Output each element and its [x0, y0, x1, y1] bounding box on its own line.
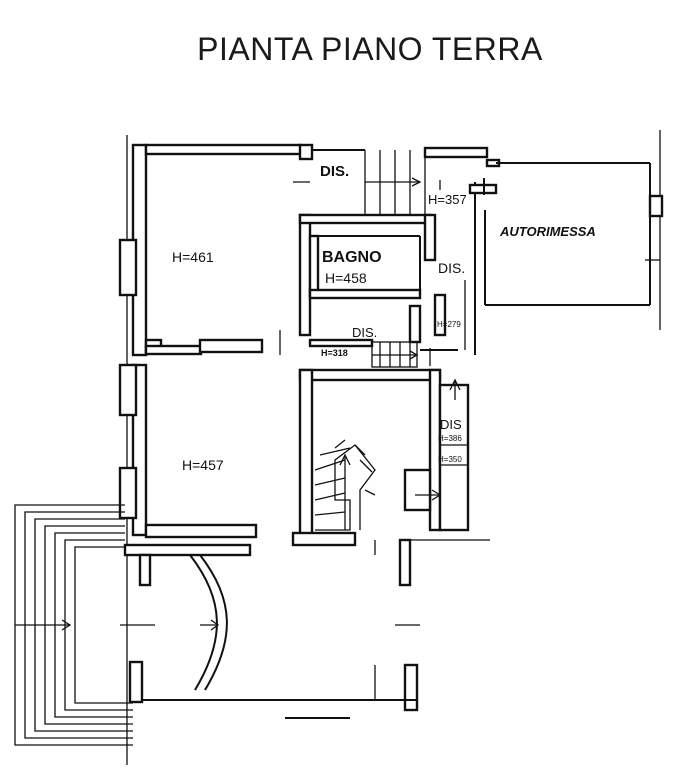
h386-label: H=386 — [438, 434, 462, 443]
dis-mid-label: DIS. — [352, 325, 377, 340]
room-top-left-height: H=461 — [172, 249, 214, 265]
stairs-mid — [371, 341, 431, 368]
entrance-steps — [14, 504, 133, 746]
h357-label: H=357 — [428, 192, 467, 207]
bagno-height: H=458 — [325, 270, 367, 286]
interior-walls — [144, 180, 498, 356]
dis-top-label: DIS. — [320, 163, 349, 180]
garage-label: AUTORIMESSA — [499, 224, 596, 239]
h279-label: H=279 — [437, 320, 461, 329]
exterior-walls — [118, 130, 664, 765]
central-stairwell — [291, 368, 470, 547]
stairs-top — [293, 150, 485, 215]
h318-label: H=318 — [321, 348, 348, 358]
plan-title: PIANTA PIANO TERRA — [197, 31, 543, 67]
dis-right-label: DIS. — [438, 260, 465, 276]
room-bottom-left-height: H=457 — [182, 457, 224, 473]
dis-lower-label: DIS — [440, 417, 462, 432]
bagno-label: BAGNO — [322, 249, 382, 266]
h350-label: H=350 — [438, 455, 462, 464]
entrance-area — [15, 523, 490, 719]
